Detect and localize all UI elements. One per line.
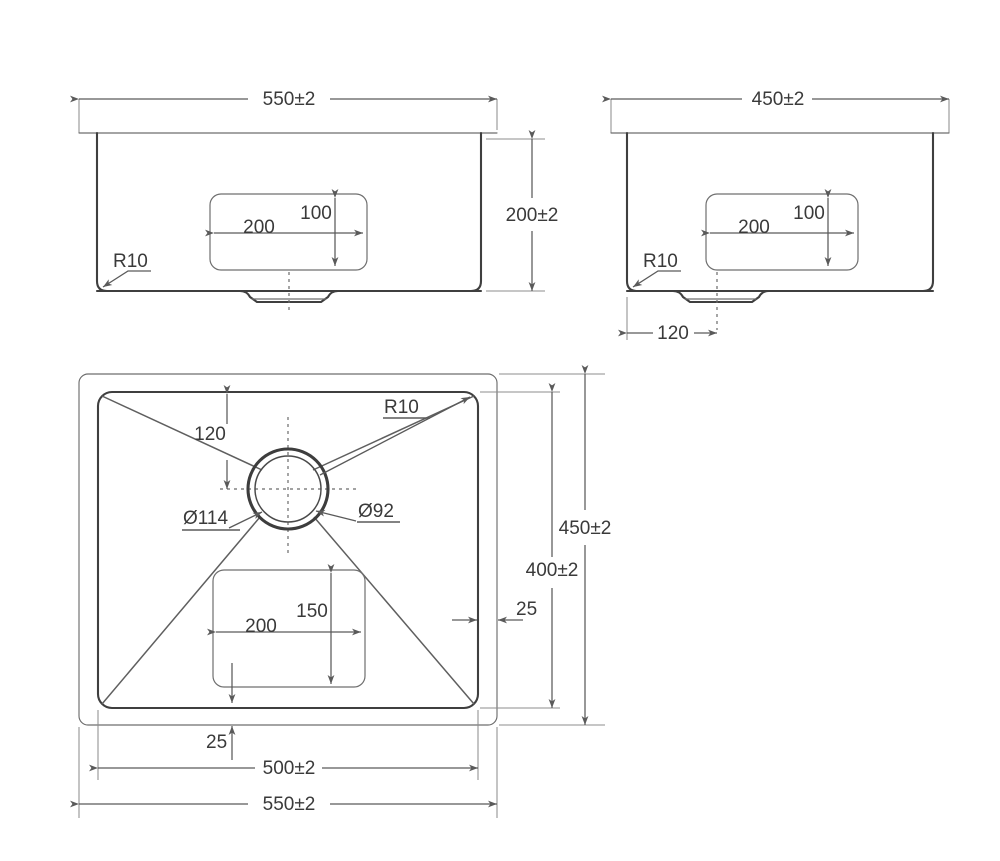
- side-waste-width-dimension: 200: [701, 217, 854, 238]
- plan-bowl-width-label: 500±2: [263, 758, 316, 779]
- plan-drain-offset-label: 120: [194, 424, 226, 445]
- front-waste-height-dimension: 100: [300, 189, 339, 266]
- side-corner-radius-callout: R10: [632, 251, 681, 288]
- front-waste-height-label: 100: [300, 203, 332, 224]
- side-sump-profile: [625, 289, 935, 304]
- plan-waste-width-label: 200: [245, 616, 277, 637]
- side-waste-height-label: 100: [793, 203, 825, 224]
- front-height-dimension: 200±2: [486, 130, 559, 292]
- front-width-label: 550±2: [263, 89, 316, 110]
- plan-waste-height-dimension: 150: [296, 564, 335, 684]
- plan-bowl-width-dimension: 500±2: [89, 710, 479, 780]
- plan-rim-offset-right-dimension: 25: [452, 599, 537, 624]
- plan-waste-recess-box: [212, 569, 366, 688]
- front-corner-radius-callout: R10: [102, 251, 151, 288]
- plan-rim-outline: [78, 373, 498, 726]
- side-waste-recess-box: [705, 193, 859, 271]
- plan-waste-width-dimension: 200: [207, 616, 361, 637]
- plan-drain-inner-label: Ø92: [358, 501, 394, 522]
- plan-drain-outer-callout: Ø114: [182, 508, 263, 531]
- plan-rim-offset-bottom-label: 25: [206, 732, 227, 753]
- side-width-label: 450±2: [752, 89, 805, 110]
- side-waste-width-label: 200: [738, 217, 770, 238]
- front-waste-width-dimension: 200: [205, 217, 363, 238]
- plan-rim-offset-right-label: 25: [516, 599, 537, 620]
- side-drain-offset-dimension: 120: [618, 297, 717, 344]
- plan-drain-inner-circle: [254, 455, 322, 523]
- plan-bowl-height-label: 400±2: [526, 560, 579, 581]
- plan-overall-height-label: 450±2: [559, 518, 612, 539]
- plan-overall-width-label: 550±2: [263, 794, 316, 815]
- side-corner-radius-label: R10: [643, 251, 678, 272]
- side-width-dimension: 450±2: [602, 89, 950, 133]
- front-elevation-view: 550±2 200 100 R10: [70, 89, 559, 313]
- front-height-label: 200±2: [506, 205, 559, 226]
- side-waste-height-dimension: 100: [793, 189, 832, 266]
- plan-drain-outer-label: Ø114: [183, 508, 229, 529]
- plan-drain-inner-callout: Ø92: [315, 501, 400, 523]
- plan-overall-height-dimension: 450±2: [499, 365, 612, 726]
- front-corner-radius-label: R10: [113, 251, 148, 272]
- plan-drain-outer-circle: [246, 447, 330, 531]
- plan-bowl-height-dimension: 400±2: [480, 383, 579, 709]
- front-bowl-outline: [95, 131, 483, 293]
- plan-corner-radius-label: R10: [384, 397, 419, 418]
- front-waste-recess-box: [209, 193, 368, 271]
- plan-drain-offset-dimension: 120: [194, 385, 231, 489]
- plan-view: 120 R10 Ø114 Ø92 200 150: [70, 365, 612, 818]
- side-drain-offset-label: 120: [657, 323, 689, 344]
- plan-corner-radius-callout: R10: [319, 396, 471, 476]
- front-width-dimension: 550±2: [70, 89, 498, 133]
- plan-rim-offset-bottom-dimension: 25: [206, 663, 236, 760]
- plan-waste-height-label: 150: [296, 601, 328, 622]
- plan-bowl-outline: [96, 390, 480, 710]
- side-elevation-view: 450±2 200 100 R10 120: [602, 89, 950, 344]
- front-waste-width-label: 200: [243, 217, 275, 238]
- plan-overall-width-dimension: 550±2: [70, 727, 498, 818]
